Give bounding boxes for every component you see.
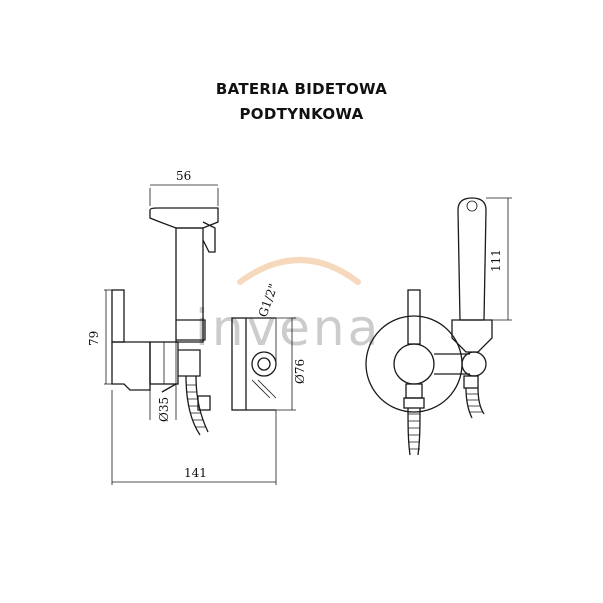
front-hose-right-ribs [466, 393, 482, 413]
front-outlet-knob [461, 351, 487, 377]
front-holder-bracket [451, 319, 493, 353]
front-hose-right [465, 387, 485, 419]
dim-76-label: Ø76 [293, 359, 307, 384]
hose-nut [197, 395, 211, 411]
title-line-2: PODTYNKOWA [239, 105, 364, 123]
holder-clamp [176, 319, 206, 341]
thread-hatch-2 [257, 379, 277, 399]
thread-hatch-1 [251, 379, 271, 399]
front-hose-left-ribs [408, 413, 420, 450]
dim-111-label: 111 [489, 249, 503, 272]
dim-35-label: Ø35 [157, 397, 171, 422]
front-view [365, 197, 493, 456]
thread-connector-inner [257, 357, 271, 371]
brand-watermark: invena [195, 257, 381, 357]
dim-79-label: 79 [87, 331, 101, 346]
front-hose-left [407, 407, 421, 456]
front-holder-rod [407, 289, 421, 345]
trigger-lever [202, 221, 216, 253]
wall-base [111, 341, 151, 391]
front-hose-nut-right [463, 375, 479, 389]
front-hose-nut-left [405, 383, 423, 399]
dim-141-label: 141 [184, 466, 207, 480]
shower-head [149, 207, 219, 229]
hose-guide [161, 383, 177, 393]
front-shower-nozzle [466, 200, 478, 212]
front-dimensions: 111 [486, 197, 512, 321]
holder-rod [111, 289, 125, 343]
watermark-logo-text: invena [195, 299, 381, 357]
outlet-stub [178, 349, 201, 377]
hose-ribs [186, 384, 206, 428]
watermark-arc [237, 257, 361, 285]
side-dimensions: 56 79 Ø35 141 G1/2" Ø76 [87, 169, 307, 485]
dim-56-label: 56 [176, 169, 191, 183]
title-line-1: BATERIA BIDETOWA [215, 80, 388, 98]
hose-left [185, 375, 201, 436]
front-valve-body [393, 343, 435, 385]
front-arm [434, 353, 470, 375]
wall-plate [231, 317, 247, 411]
front-shower-handle [457, 197, 487, 321]
front-hose-nut-left-base [403, 397, 425, 409]
